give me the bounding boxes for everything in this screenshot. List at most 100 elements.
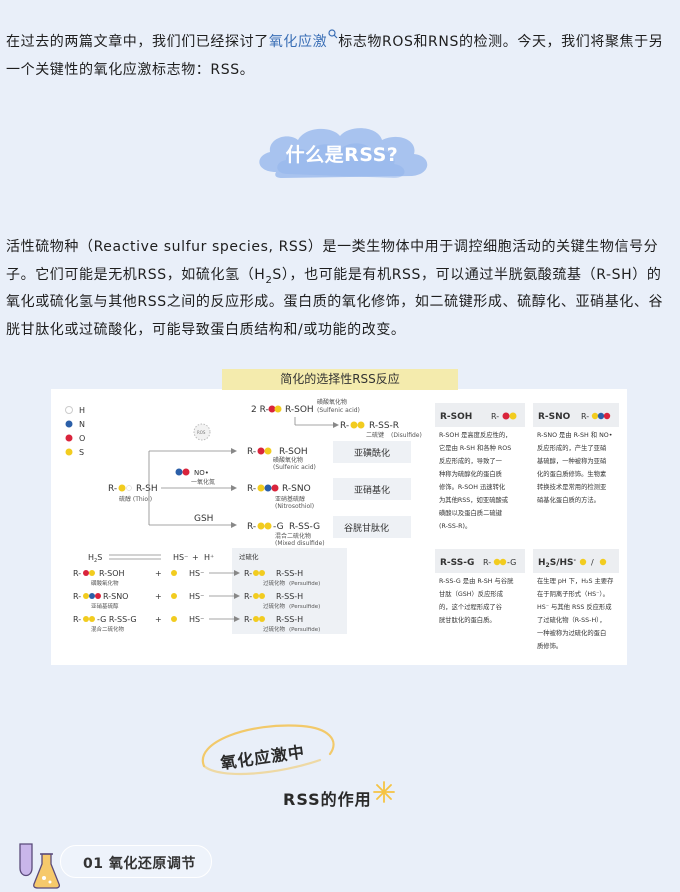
tag-curve-shape bbox=[201, 724, 335, 776]
svg-text:R-: R- bbox=[244, 615, 252, 624]
cloud-shape bbox=[259, 128, 428, 178]
definition-text: 活性硫物种（Reactive sulfur species, RSS）是一类生物… bbox=[6, 239, 659, 283]
rssg-g: -G bbox=[273, 522, 284, 532]
svg-text:R-SS-H: R-SS-H bbox=[276, 592, 303, 601]
svg-text:R-: R- bbox=[247, 447, 256, 457]
persulfide-row-2: R- R-SNO 亚硝基硫醇 + HS⁻ R- R-SS-H 过硫化物 (Per… bbox=[73, 592, 320, 610]
svg-text:过硫化物: 过硫化物 bbox=[263, 625, 286, 633]
svg-text:R-: R- bbox=[581, 412, 589, 421]
svg-text:磺酸以及蛋白质二硫键: 磺酸以及蛋白质二硫键 bbox=[439, 508, 503, 517]
rsno-product: R-SNO bbox=[282, 484, 311, 494]
svg-text:在于阴离子形式（HS⁻）。: 在于阴离子形式（HS⁻）。 bbox=[537, 589, 609, 598]
svg-text:过硫化物: 过硫化物 bbox=[263, 602, 286, 610]
svg-text:反应形成的，产生了亚硝: 反应形成的，产生了亚硝 bbox=[537, 443, 606, 452]
svg-text:为其他RSS，如亚硫酸或: 为其他RSS，如亚硫酸或 bbox=[439, 495, 509, 504]
svg-text:R-SNO 是由 R-SH 和 NO•: R-SNO 是由 R-SH 和 NO• bbox=[537, 430, 612, 439]
definition-text-tail: S），也可能是有机RSS，可以通过半胱氨酸巯基（R-SH）的氧化或硫化氢与其他R… bbox=[6, 266, 664, 338]
legend-dot-n bbox=[65, 420, 73, 428]
thiol: R-SH bbox=[136, 484, 158, 494]
svg-text:/: / bbox=[591, 558, 594, 567]
svg-text:R-: R- bbox=[491, 412, 499, 421]
svg-text:胱甘肽化的蛋白质。: 胱甘肽化的蛋白质。 bbox=[439, 615, 496, 624]
svg-text:R-SS-G: R-SS-G bbox=[440, 558, 474, 568]
thiol-prefix: R- bbox=[108, 484, 117, 494]
card-rsoh: R-SOH R- R-SOH 是高度反应性的， 它是由 R-SH 和各种 ROS… bbox=[435, 403, 525, 530]
svg-text:+: + bbox=[155, 569, 162, 578]
svg-text:R-: R- bbox=[244, 592, 252, 601]
svg-text:化的蛋白质修饰。生物素: 化的蛋白质修饰。生物素 bbox=[537, 469, 606, 478]
persulfide-row-3: R- -G R-SS-G 混合二硫化物 + HS⁻ R- R-SS-H 过硫化物… bbox=[73, 615, 320, 633]
rsoh-cn: 磺酸氧化物 bbox=[273, 456, 303, 464]
card-h2s: H2S/HS- / 在生理 pH 下，H₂S 主要存 在于阴离子形式（HS⁻）。… bbox=[533, 549, 619, 650]
figure-title: 简化的选择性RSS反应 bbox=[222, 369, 458, 390]
rsoh-en: (Sulfenic acid) bbox=[273, 464, 316, 471]
card-rssg: R-SS-G R- -G R-SS-G 是由 R-SH 与谷胱 甘肽（GSH）反… bbox=[435, 549, 525, 624]
svg-text:过硫化物: 过硫化物 bbox=[263, 579, 286, 587]
h2s-hs: HS⁻ bbox=[173, 553, 188, 562]
legend-label-o: O bbox=[79, 434, 85, 443]
mod-label-glutathionylation: 谷胱甘肽化 bbox=[344, 522, 389, 534]
svg-text:它是由 R-SH 和各种 ROS: 它是由 R-SH 和各种 ROS bbox=[439, 443, 511, 452]
svg-text:H2S/HS-: H2S/HS- bbox=[538, 557, 577, 569]
svg-text:R-SOH 是高度反应性的，: R-SOH 是高度反应性的， bbox=[439, 430, 511, 439]
svg-text:质修饰。: 质修饰。 bbox=[537, 641, 562, 650]
svg-text:R-: R- bbox=[483, 558, 491, 567]
svg-text:R-SNO: R-SNO bbox=[538, 412, 571, 422]
gsh-label: GSH bbox=[194, 514, 213, 524]
legend-label-s: S bbox=[79, 448, 84, 457]
svg-text:R-: R- bbox=[73, 615, 81, 624]
search-icon[interactable] bbox=[328, 29, 338, 41]
svg-text:+: + bbox=[155, 615, 162, 624]
svg-text:转换技术是常用的检测亚: 转换技术是常用的检测亚 bbox=[537, 482, 607, 491]
svg-text:磺酸氧化物: 磺酸氧化物 bbox=[91, 579, 119, 587]
no-label: NO• bbox=[194, 469, 209, 477]
rssg-cn: 混合二硫化物 bbox=[275, 532, 311, 540]
persulfidation-label: 过硫化 bbox=[239, 552, 259, 561]
figure-legend: H N O S bbox=[65, 406, 85, 457]
section-heading-cloud: 什么是RSS? bbox=[248, 122, 436, 188]
card-rsno: R-SNO R- R-SNO 是由 R-SH 和 NO• 反应形成的，产生了亚硝… bbox=[533, 403, 619, 504]
svg-text:(R-SS-R)。: (R-SS-R)。 bbox=[439, 523, 471, 530]
disulfide-prefix: R- bbox=[340, 421, 349, 431]
ros-burst-icon: ROS bbox=[193, 423, 211, 441]
top-species-cn: 磺酸氧化物 bbox=[317, 398, 347, 406]
rsno-cn: 亚硝基硫醇 bbox=[275, 495, 305, 503]
svg-text:一种被称为过硫化的蛋白: 一种被称为过硫化的蛋白 bbox=[537, 628, 606, 637]
rssg-en: (Mixed disulfide) bbox=[275, 540, 325, 547]
h2s-h: H⁺ bbox=[204, 553, 214, 562]
mod-label-sulfenylation: 亚磺酰化 bbox=[354, 447, 390, 459]
svg-text:了过硫化物（R-SS-H），: 了过硫化物（R-SS-H）， bbox=[537, 615, 606, 624]
rss-reaction-figure: H N O S 2 R- R-SOH 磺酸氧化物 (Sulfenic acid)… bbox=[51, 389, 627, 665]
flask-icon bbox=[19, 843, 61, 889]
svg-text:R-SS-H: R-SS-H bbox=[276, 615, 303, 624]
rsno-en: (Nitrosothiol) bbox=[275, 503, 314, 510]
svg-text:在生理 pH 下，H₂S 主要存: 在生理 pH 下，H₂S 主要存 bbox=[537, 576, 614, 585]
svg-text:的，这个过程形成了谷: 的，这个过程形成了谷 bbox=[439, 602, 503, 611]
rsoh-product: R-SOH bbox=[279, 447, 308, 457]
svg-text:修饰。R-SOH 迅速转化: 修饰。R-SOH 迅速转化 bbox=[439, 482, 506, 491]
svg-text:种称为硫醇化的蛋白质: 种称为硫醇化的蛋白质 bbox=[439, 469, 502, 478]
svg-text:混合二硫化物: 混合二硫化物 bbox=[91, 625, 125, 633]
ros-label: ROS bbox=[197, 430, 206, 435]
legend-label-h: H bbox=[79, 406, 85, 415]
section-pill[interactable]: 01 氧化还原调节 bbox=[60, 845, 212, 878]
svg-text:R-SOH: R-SOH bbox=[99, 569, 125, 578]
section-label: 01 氧化还原调节 bbox=[83, 856, 196, 872]
svg-text:(Persulfide): (Persulfide) bbox=[289, 604, 320, 610]
legend-label-n: N bbox=[79, 420, 85, 429]
subscript: 2 bbox=[265, 274, 273, 286]
rssg-prefix: R- bbox=[247, 522, 256, 532]
svg-text:HS⁻: HS⁻ bbox=[189, 615, 204, 624]
svg-text:R-SS-H: R-SS-H bbox=[276, 569, 303, 578]
definition-paragraph: 活性硫物种（Reactive sulfur species, RSS）是一类生物… bbox=[6, 234, 670, 344]
intro-text-tail: 标志物ROS和RNS的检测。今天，我们将聚焦于另一个关键性的氧化应激标志物：RS… bbox=[6, 34, 664, 78]
svg-text:HS⁻ 与其他 RSS 反应形成: HS⁻ 与其他 RSS 反应形成 bbox=[537, 602, 612, 611]
svg-text:硝基化蛋白质的方法。: 硝基化蛋白质的方法。 bbox=[537, 495, 600, 504]
legend-dot-o bbox=[65, 434, 73, 442]
svg-text:R-SS-G 是由 R-SH 与谷胱: R-SS-G 是由 R-SH 与谷胱 bbox=[439, 576, 514, 585]
svg-text:反应形成的，导致了一: 反应形成的，导致了一 bbox=[439, 456, 503, 465]
svg-text:+: + bbox=[155, 592, 162, 601]
legend-dot-s bbox=[65, 448, 73, 456]
oxidative-stress-link[interactable]: 氧化应激 bbox=[268, 34, 328, 50]
svg-text:R-SOH: R-SOH bbox=[440, 412, 472, 422]
